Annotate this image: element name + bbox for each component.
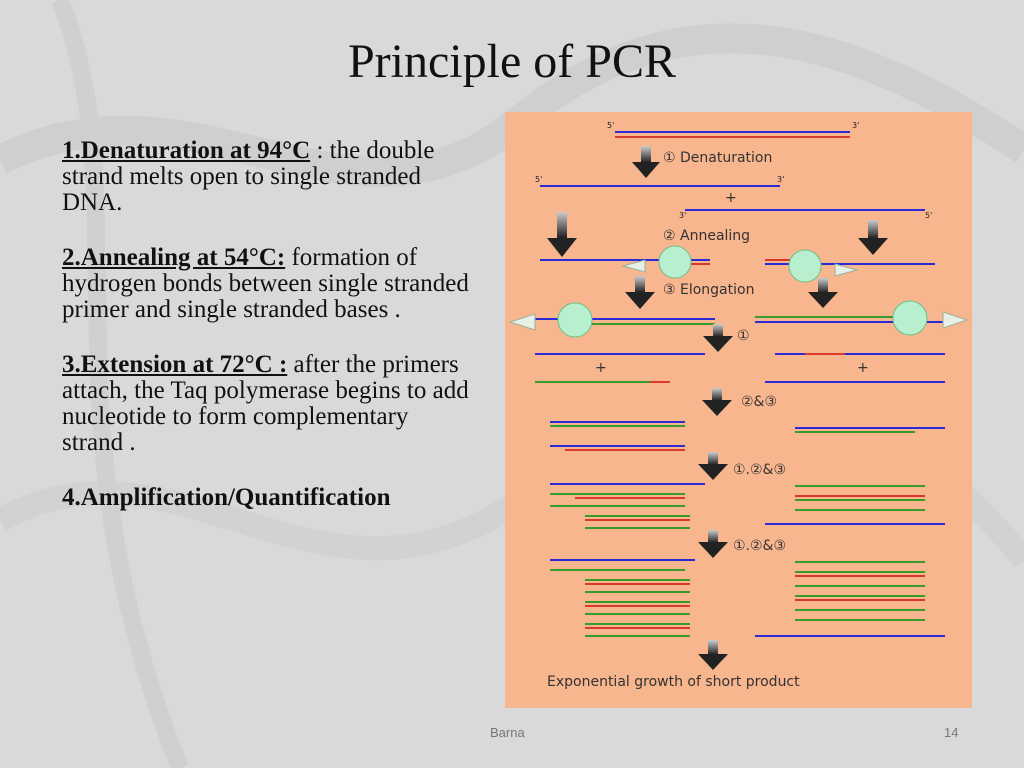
point-text: formation of hydrogen bonds between sing… [62,244,469,323]
result-label: Exponential growth of short product [547,674,800,690]
polymerase-icon [557,302,593,338]
direction-arrow-icon [942,311,969,329]
plus-sign: + [725,190,737,206]
pcr-diagram: 5' 3' ① Denaturation 5' 3' + 3' 5' ② Ann… [505,112,972,708]
plus-sign: + [595,360,607,376]
step-cycle-2-3: ②&③ [741,394,777,410]
step-cycle-123-a: ①.②&③ [733,462,786,478]
point-heading: 3.Extension at 72°C : [62,351,288,378]
end-label: 5' [607,121,614,130]
direction-arrow-icon [621,259,646,273]
slide-title: Principle of PCR [347,35,676,88]
down-arrow-icon [702,388,732,416]
down-arrow-icon [698,452,728,480]
end-label: 3' [852,121,859,130]
step-cycle-123-b: ①.②&③ [733,538,786,554]
polymerase-icon [658,245,692,279]
point-denaturation: 1.Denaturation at 94°C : the double stra… [62,138,472,216]
point-extension: 3.Extension at 72°C : after the primers … [62,352,472,456]
down-arrow-icon [808,278,838,308]
down-arrow-icon [698,530,728,558]
end-label: 3' [777,175,784,184]
down-arrow-icon [625,276,655,309]
point-heading: 1.Denaturation at 94°C [62,137,311,164]
step-annealing: ② Annealing [663,228,750,244]
point-heading: 2.Annealing at 54°C: [62,244,286,271]
down-arrow-icon [698,640,728,670]
down-arrow-icon [858,220,888,255]
step-denaturation: ① Denaturation [663,150,772,166]
direction-arrow-icon [834,263,859,277]
point-text: after the primers attach, the Taq polyme… [62,351,469,456]
polymerase-icon [788,249,822,283]
point-text: : the double strand melts open to single… [62,137,435,216]
end-label: 5' [535,175,542,184]
down-arrow-icon [632,146,660,178]
bullet-list: 1.Denaturation at 94°C : the double stra… [62,138,472,540]
down-arrow-icon [703,324,733,352]
polymerase-icon [892,300,928,336]
point-heading: 4.Amplification/Quantification [62,484,391,511]
pcr-diagram-svg: 5' 3' ① Denaturation 5' 3' + 3' 5' ② Ann… [508,121,969,690]
down-arrow-icon [547,212,577,257]
end-label: 5' [925,211,932,220]
page-number: 14 [944,725,959,740]
end-label: 3' [679,211,686,220]
direction-arrow-icon [508,313,536,331]
step-elongation: ③ Elongation [663,282,754,298]
footer-author: Barna [490,725,525,740]
point-amplification: 4.Amplification/Quantification [62,485,472,511]
plus-sign: + [857,360,869,376]
step-cycle-1: ① [737,328,750,344]
point-annealing: 2.Annealing at 54°C: formation of hydrog… [62,245,472,323]
